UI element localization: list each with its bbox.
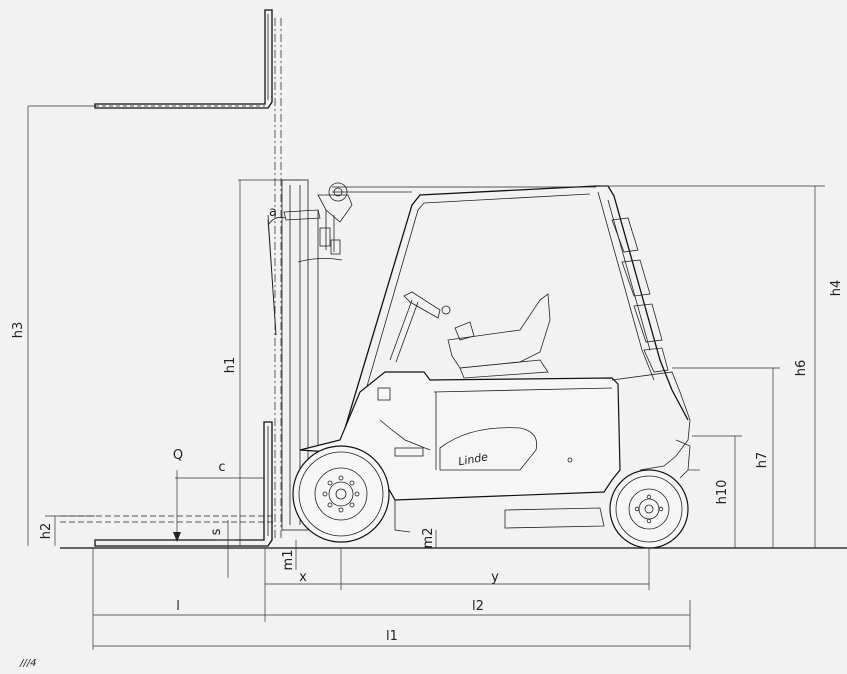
lowered-fork bbox=[60, 421, 275, 547]
label-h4: h4 bbox=[829, 280, 844, 297]
label-l: l bbox=[176, 599, 180, 614]
mast bbox=[267, 18, 319, 540]
label-c: c bbox=[218, 460, 225, 475]
raised-fork bbox=[94, 9, 273, 109]
label-s: s bbox=[209, 528, 224, 535]
label-h3: h3 bbox=[11, 322, 26, 339]
label-l1: l1 bbox=[386, 629, 398, 644]
label-h7: h7 bbox=[755, 452, 770, 469]
seat-and-steering bbox=[389, 291, 551, 379]
label-m1: m1 bbox=[281, 550, 296, 571]
tilt-cylinder bbox=[283, 182, 353, 255]
front-wheel bbox=[292, 445, 390, 543]
label-m2: m2 bbox=[421, 528, 436, 549]
label-l2: l2 bbox=[472, 599, 484, 614]
brand-logo-text: Linde bbox=[457, 450, 489, 468]
label-h2: h2 bbox=[39, 523, 54, 540]
label-y: y bbox=[491, 570, 499, 585]
label-q: Q bbox=[173, 448, 183, 463]
label-x: x bbox=[299, 570, 307, 585]
label-h10: h10 bbox=[715, 480, 730, 505]
label-h6: h6 bbox=[794, 360, 809, 377]
label-h1: h1 bbox=[223, 357, 238, 374]
dimension-labels: h3 h2 h1 h4 h6 h7 h10 l l2 l1 x y c Q s … bbox=[11, 205, 844, 669]
corner-mark: ///4 bbox=[19, 658, 36, 669]
rear-wheel bbox=[609, 469, 689, 549]
dimension-lines bbox=[27, 105, 825, 650]
label-a: a bbox=[269, 205, 277, 220]
